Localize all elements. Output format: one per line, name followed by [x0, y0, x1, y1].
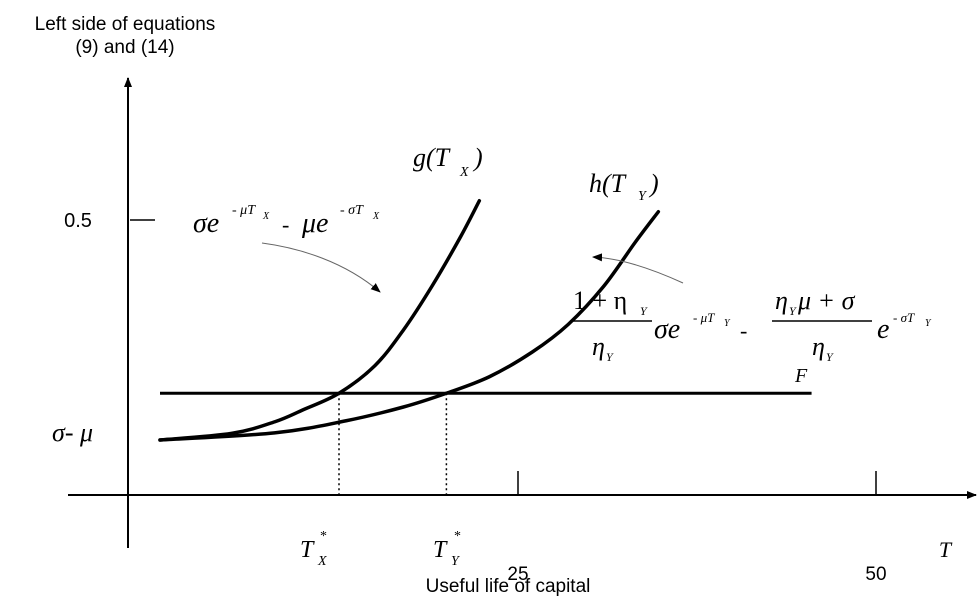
y-axis-label-line2: (9) and (14)	[75, 37, 174, 58]
y-intercept-label: σ- μ	[52, 418, 93, 447]
x-tick-label: 50	[865, 564, 886, 585]
series-h-curve	[158, 210, 661, 442]
g-label-main: g(T	[413, 143, 451, 172]
ty-star-sup: *	[454, 529, 461, 544]
h-curve-label: h(T Y )	[589, 169, 659, 204]
g-formula-minus: -	[282, 212, 289, 237]
g-formula-exp1-sub: X	[262, 211, 270, 222]
tx-star-sub: X	[317, 554, 327, 569]
x-axis-label: Useful life of capital	[426, 576, 591, 597]
h-formula: 1 + η Y η Y σe - μT Y - η Y μ + σ η Y e …	[570, 286, 932, 364]
intersection-guides	[338, 393, 448, 495]
h-frac2-num: η	[775, 286, 788, 315]
h-frac2-num-rest: μ + σ	[797, 286, 856, 315]
h-label-main: h(T	[589, 169, 627, 198]
g-formula-exp2: - σT	[340, 203, 364, 218]
x-ticks: 25 50	[507, 471, 887, 585]
h-label-close: )	[648, 169, 659, 198]
g-formula-exp1: - μT	[232, 203, 256, 218]
g-formula-arrow	[261, 242, 381, 293]
h-exp1-sub: Y	[724, 318, 731, 329]
h-formula-arrow	[592, 253, 684, 284]
intersection-label-tx: T X *	[300, 529, 327, 569]
series-g-curve	[158, 199, 482, 442]
h-frac2-den: η	[812, 332, 825, 361]
x-tick-label: 25	[507, 564, 528, 585]
g-formula-mu-e: μe	[301, 208, 328, 239]
intersection-label-ty: T Y *	[433, 529, 461, 569]
y-tick-label: 0.5	[64, 210, 92, 232]
h-frac2-den-sub: Y	[826, 350, 834, 364]
axes	[68, 77, 977, 548]
h-label-sub: Y	[638, 189, 648, 204]
y-axis-label-line1: Left side of equations	[35, 14, 216, 35]
h-frac1-den: η	[592, 332, 605, 361]
g-curve-label: g(T X )	[413, 143, 483, 180]
h-e: e	[877, 314, 889, 345]
g-label-sub: X	[459, 165, 469, 180]
g-formula: σe - μT X - μe - σT X	[193, 203, 380, 239]
h-frac1-den-sub: Y	[606, 350, 614, 364]
g-formula-sigma-e: σe	[193, 208, 219, 239]
h-frac2-num-sub: Y	[789, 304, 797, 318]
f-line-label: F	[794, 365, 808, 387]
g-label-close: )	[472, 143, 483, 172]
h-minus: -	[740, 318, 747, 343]
y-ticks: 0.5	[64, 210, 155, 232]
tx-star-T: T	[300, 537, 315, 563]
h-exp2: - σT	[893, 310, 915, 325]
x-axis-symbol: T	[939, 537, 953, 562]
h-sigma-e: σe	[654, 314, 680, 345]
tx-star-sup: *	[320, 529, 327, 544]
g-formula-exp2-sub: X	[372, 211, 380, 222]
series-group	[158, 199, 812, 442]
ty-star-T: T	[433, 537, 448, 563]
h-frac1-num: 1 + η	[573, 286, 627, 315]
h-exp2-sub: Y	[925, 318, 932, 329]
h-exp1: - μT	[693, 310, 715, 325]
h-frac1-num-sub: Y	[640, 304, 648, 318]
ty-star-sub: Y	[451, 554, 461, 569]
